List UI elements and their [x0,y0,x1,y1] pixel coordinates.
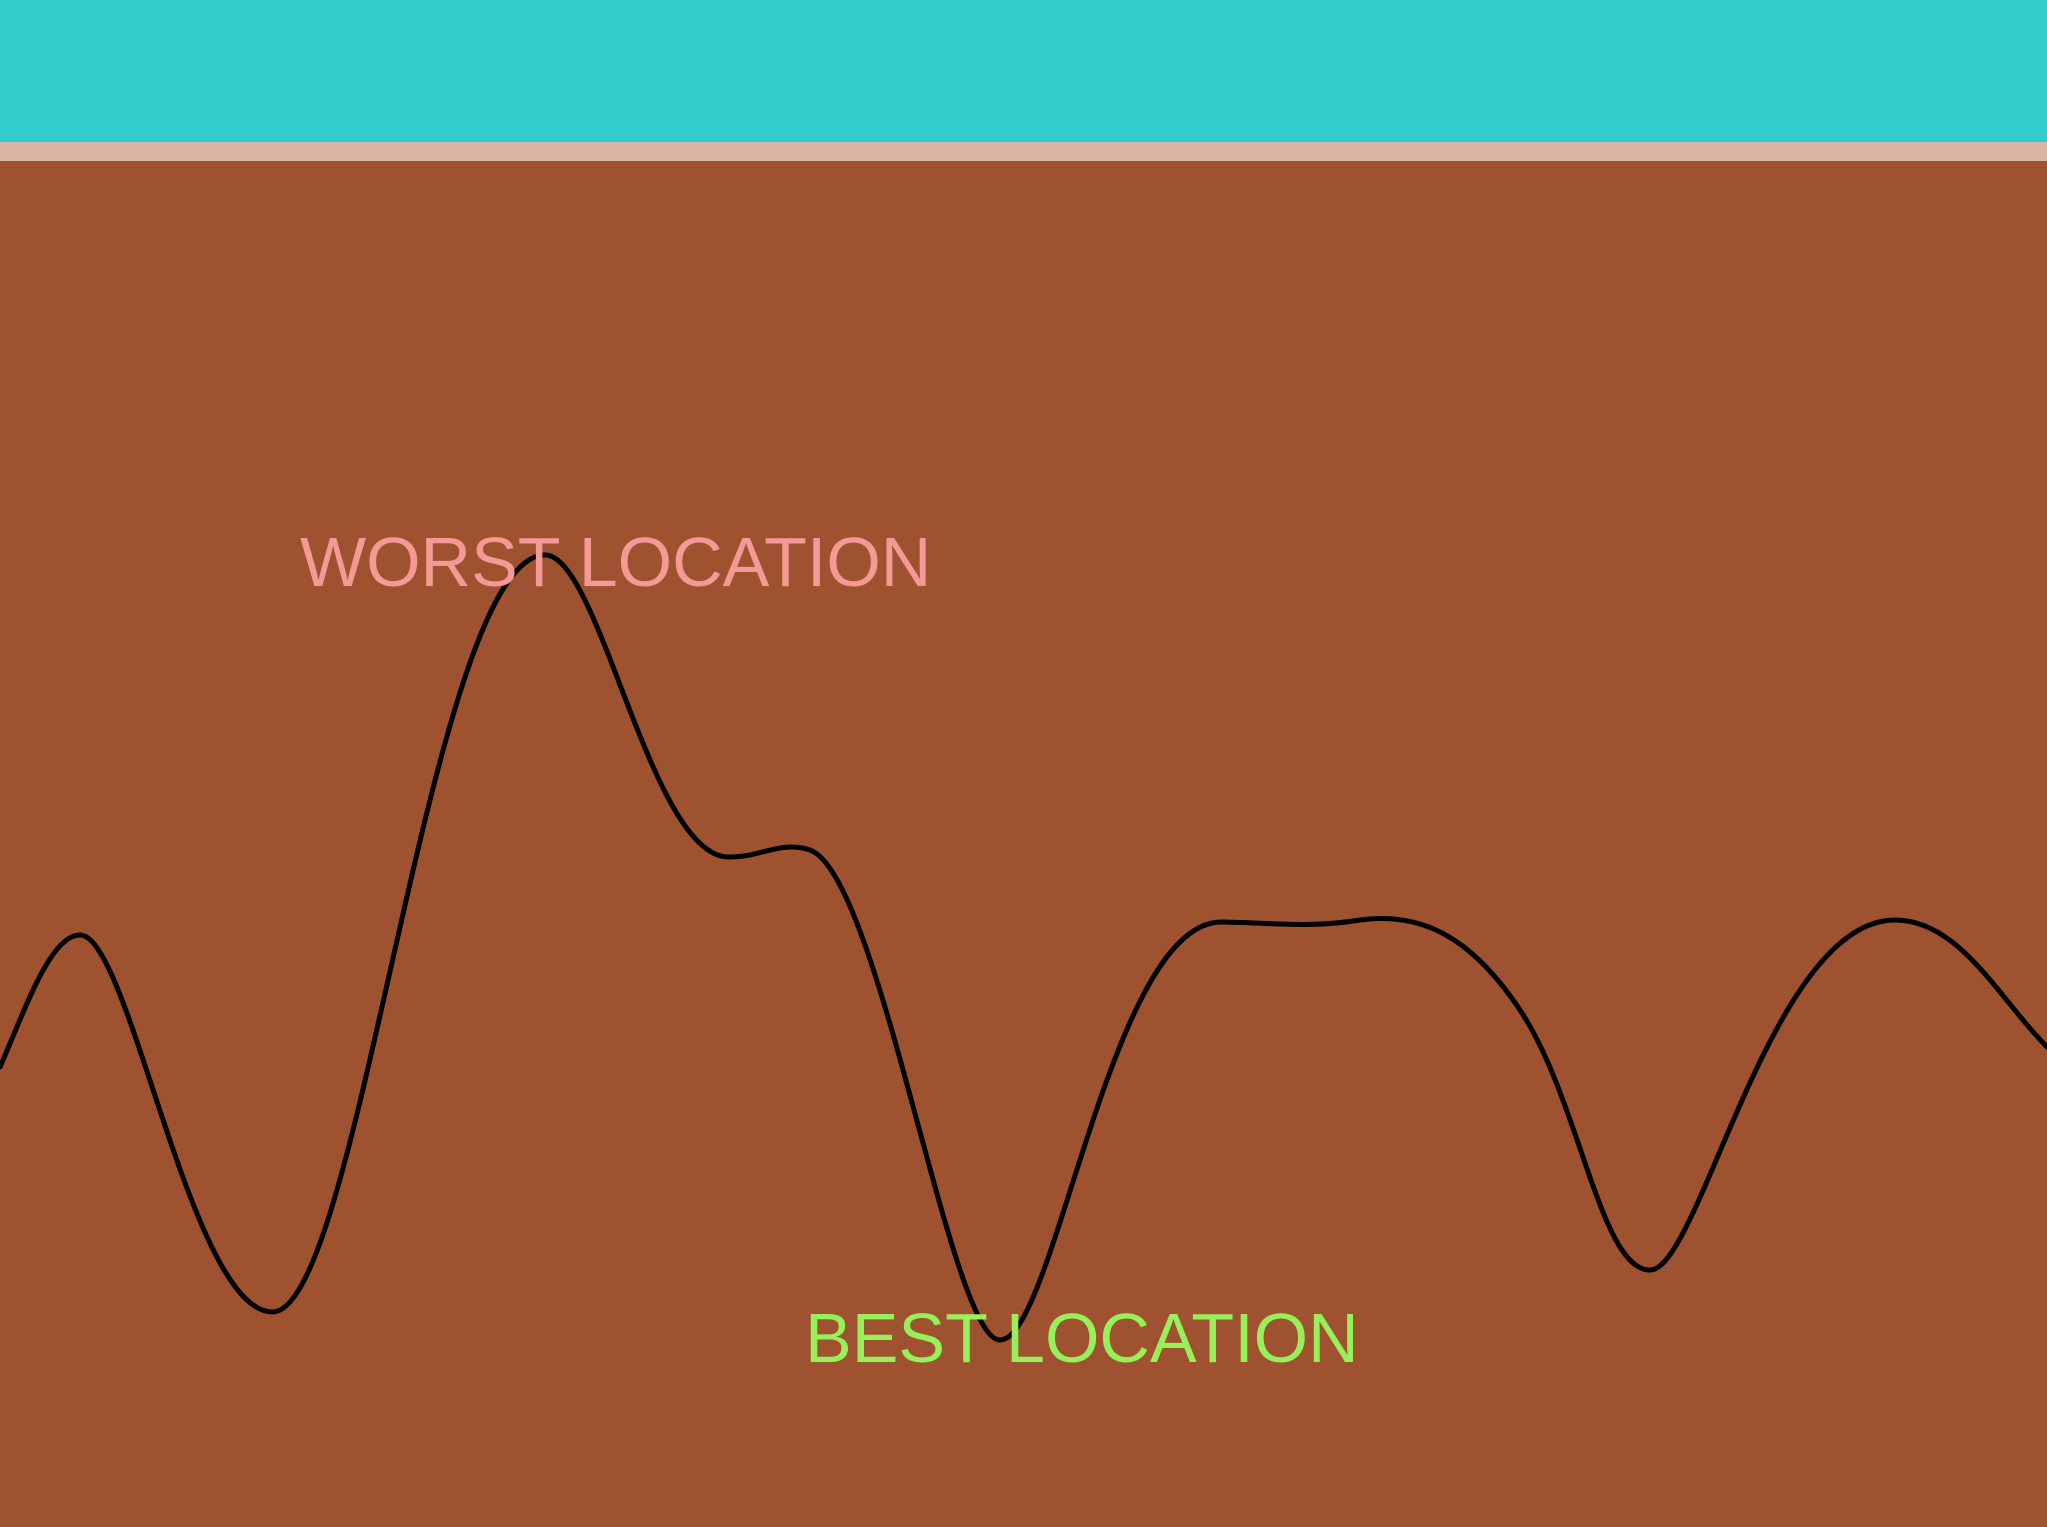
sky-band [0,0,2047,142]
worst-location-label: WORST LOCATION [300,523,932,601]
best-location-label: BEST LOCATION [805,1299,1359,1377]
ground-surface-strip [0,142,2047,161]
terrain-curve [0,552,2047,1343]
